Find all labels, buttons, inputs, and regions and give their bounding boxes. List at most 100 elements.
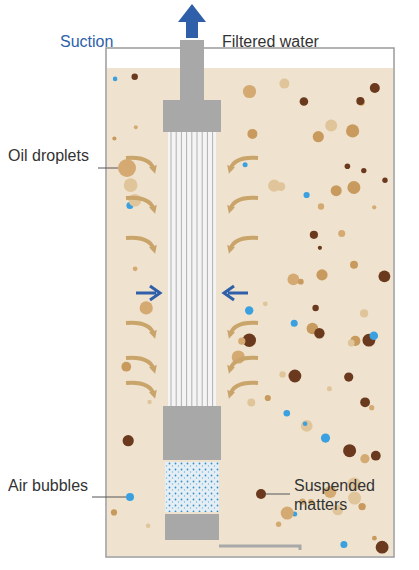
particle bbox=[133, 266, 138, 271]
particle bbox=[291, 320, 298, 327]
particle bbox=[316, 269, 327, 280]
fiber bbox=[191, 132, 192, 406]
particle bbox=[111, 509, 117, 515]
leader-line bbox=[98, 168, 118, 169]
particle bbox=[344, 373, 353, 382]
air-bubble bbox=[126, 493, 134, 501]
particle bbox=[289, 370, 302, 383]
base bbox=[165, 514, 219, 540]
flow-arrow bbox=[230, 238, 258, 250]
particle bbox=[382, 178, 387, 183]
particle bbox=[360, 309, 368, 317]
particle bbox=[123, 435, 134, 446]
particle bbox=[113, 77, 118, 82]
particle bbox=[360, 397, 370, 407]
particle bbox=[371, 451, 381, 461]
particle bbox=[121, 362, 131, 372]
fiber bbox=[197, 132, 198, 406]
fiber bbox=[181, 132, 182, 406]
air-diffuser bbox=[165, 462, 219, 512]
particle bbox=[361, 168, 366, 173]
particle bbox=[358, 503, 365, 510]
particle bbox=[124, 178, 138, 192]
particle bbox=[348, 340, 355, 347]
particle bbox=[140, 301, 153, 314]
flow-arrows bbox=[126, 158, 258, 395]
flow-arrow bbox=[126, 198, 154, 210]
particle bbox=[276, 522, 281, 527]
membrane-fibers bbox=[168, 132, 216, 408]
inflow-arrow bbox=[136, 286, 160, 300]
particle bbox=[245, 306, 253, 314]
particle bbox=[340, 541, 347, 548]
particle bbox=[304, 192, 310, 198]
particle bbox=[318, 203, 324, 209]
flow-arrow bbox=[230, 323, 258, 335]
flow-label: Filtered water bbox=[222, 32, 319, 51]
particle bbox=[284, 410, 291, 417]
particle bbox=[146, 523, 151, 528]
particle bbox=[279, 79, 289, 89]
part-label: Air bubbles bbox=[8, 476, 90, 495]
bottom-header bbox=[163, 406, 221, 460]
particle bbox=[132, 74, 138, 80]
particle bbox=[314, 328, 324, 338]
particle bbox=[147, 400, 151, 404]
oil-droplet bbox=[118, 159, 136, 177]
particle bbox=[345, 163, 351, 169]
flow-arrow bbox=[230, 383, 258, 395]
flow-arrow bbox=[126, 323, 154, 335]
suspended-matter bbox=[256, 489, 266, 499]
flow-arrow bbox=[126, 358, 154, 370]
particle bbox=[312, 305, 318, 311]
particle bbox=[112, 136, 116, 140]
particle bbox=[376, 541, 389, 554]
particle bbox=[325, 119, 337, 131]
suction-label: Suction bbox=[60, 32, 113, 51]
outlet-pipe bbox=[180, 40, 204, 102]
particle bbox=[300, 97, 309, 106]
fiber bbox=[176, 132, 177, 406]
particle bbox=[379, 270, 391, 282]
particle bbox=[243, 85, 256, 98]
particle bbox=[247, 129, 257, 139]
particle bbox=[369, 405, 374, 410]
air-pipe bbox=[219, 546, 300, 550]
particle bbox=[263, 301, 268, 306]
flow-arrow bbox=[230, 358, 258, 370]
particle bbox=[372, 536, 377, 541]
particle bbox=[350, 261, 358, 269]
part-label: Oil droplets bbox=[8, 146, 96, 165]
particle bbox=[303, 422, 308, 427]
part-label: Suspended matters bbox=[294, 476, 412, 514]
particle bbox=[238, 338, 245, 345]
particle bbox=[372, 205, 376, 209]
particle bbox=[298, 279, 304, 285]
fiber bbox=[186, 132, 187, 406]
particle bbox=[347, 181, 360, 194]
leader-line bbox=[92, 497, 126, 498]
particle bbox=[346, 124, 359, 137]
inflow-arrow bbox=[224, 286, 248, 300]
particle bbox=[134, 125, 138, 129]
fiber bbox=[202, 132, 203, 406]
particle bbox=[370, 331, 379, 340]
flow-arrow bbox=[126, 238, 154, 250]
fiber-lines bbox=[171, 132, 213, 406]
particle bbox=[313, 131, 324, 142]
particle bbox=[268, 180, 280, 192]
particle bbox=[338, 230, 345, 237]
flow-arrow bbox=[126, 383, 154, 395]
particle bbox=[327, 386, 332, 391]
flow-arrow bbox=[230, 198, 258, 210]
particle bbox=[321, 434, 330, 443]
particle bbox=[360, 454, 369, 463]
top-header bbox=[163, 100, 221, 132]
particle bbox=[281, 507, 294, 520]
particle bbox=[265, 395, 271, 401]
flow-arrow bbox=[230, 158, 258, 170]
particle bbox=[243, 162, 248, 167]
particle bbox=[331, 185, 342, 196]
particle bbox=[318, 246, 322, 250]
particle bbox=[301, 420, 313, 432]
